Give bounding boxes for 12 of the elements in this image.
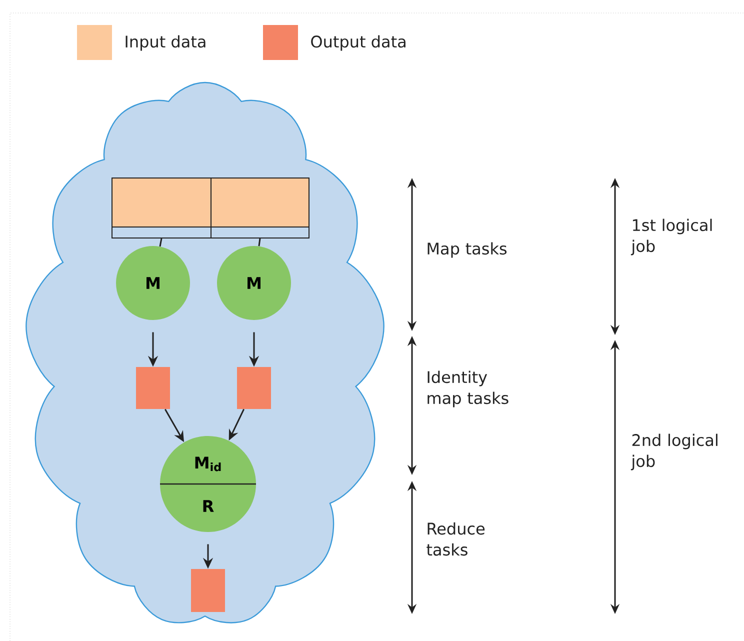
legend-label: Output data — [311, 35, 406, 51]
input-box — [210, 178, 310, 238]
side-label: Map tasks — [428, 242, 507, 258]
legend-label: Input data — [126, 35, 206, 51]
output-box — [191, 569, 225, 612]
side-label: Identity map tasks — [428, 370, 508, 408]
side-label: 1st logical job — [630, 218, 712, 256]
side-label: 2nd logical job — [630, 434, 718, 470]
input-box — [112, 178, 212, 238]
output-box — [136, 367, 170, 409]
side-label: Reduce tasks — [426, 522, 485, 556]
output-box — [237, 367, 271, 409]
